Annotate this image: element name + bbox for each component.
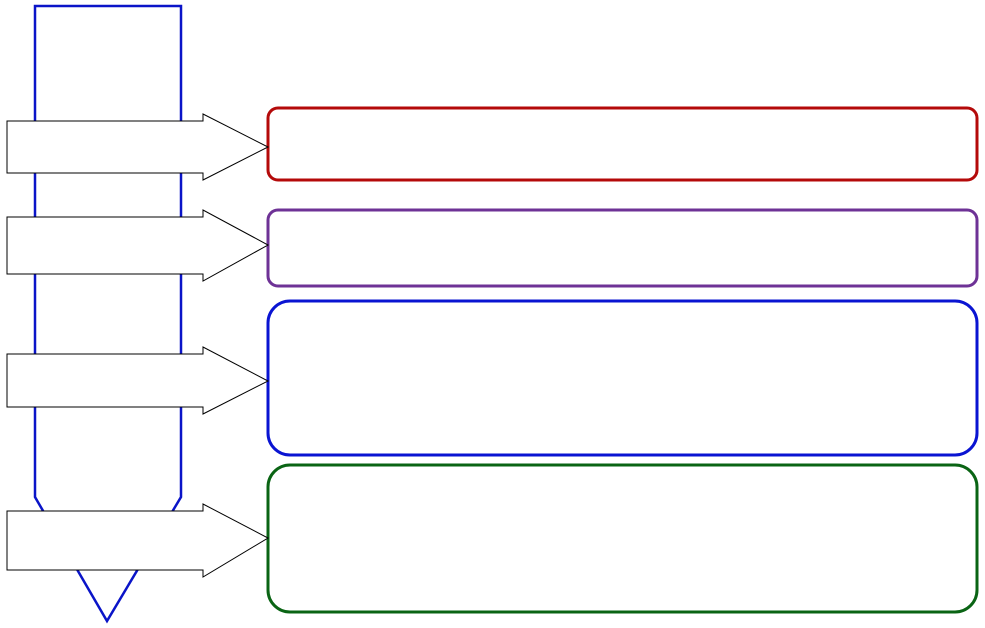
step-3-box bbox=[266, 299, 979, 457]
step-1-box bbox=[266, 106, 979, 182]
step-2-box bbox=[266, 208, 979, 288]
step-3-arrow bbox=[6, 346, 270, 415]
step-4-box bbox=[266, 463, 979, 614]
step-2-arrow bbox=[6, 209, 270, 282]
step-1-arrow bbox=[6, 113, 270, 181]
step-4-arrow bbox=[6, 503, 270, 578]
